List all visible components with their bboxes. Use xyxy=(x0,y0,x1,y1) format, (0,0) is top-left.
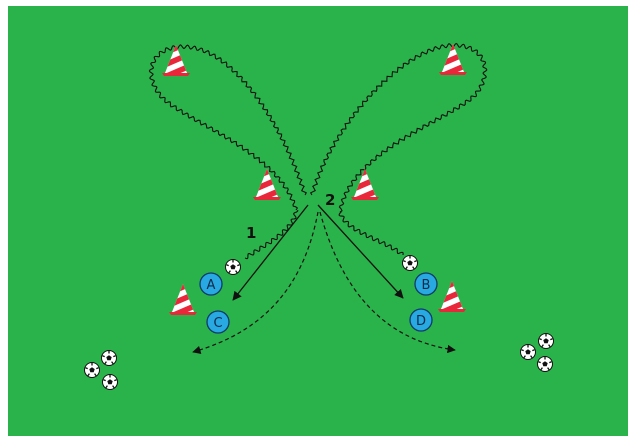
sequence-label-1: 1 xyxy=(246,224,256,242)
player-label: C xyxy=(213,316,222,331)
run-line-left xyxy=(192,211,319,354)
soccer-ball-icon xyxy=(519,343,537,361)
dribble-path-right-start xyxy=(338,211,404,256)
dribble-path-left xyxy=(148,44,307,211)
soccer-ball-icon xyxy=(224,258,242,276)
player-label: B xyxy=(422,278,431,293)
soccer-ball-icon xyxy=(401,254,419,272)
dribble-path-right xyxy=(309,42,488,213)
soccer-ball-icon xyxy=(101,373,119,391)
sequence-label-2: 2 xyxy=(325,191,335,209)
player-label: D xyxy=(416,314,426,329)
player-c: C xyxy=(206,310,230,334)
pitch xyxy=(8,6,628,436)
player-disc-icon xyxy=(206,310,230,334)
player-a: A xyxy=(199,272,223,296)
soccer-ball-icon xyxy=(537,332,555,350)
player-d: D xyxy=(409,308,433,332)
soccer-ball-icon xyxy=(100,349,118,367)
player-b: B xyxy=(414,272,438,296)
dribble-path-left-start xyxy=(244,209,299,260)
player-disc-icon xyxy=(199,272,223,296)
player-disc-icon xyxy=(414,272,438,296)
pass-line-to-c xyxy=(232,204,309,301)
pass-line-to-d xyxy=(317,204,404,299)
player-disc-icon xyxy=(409,308,433,332)
soccer-ball-icon xyxy=(536,355,554,373)
soccer-ball-icon xyxy=(83,361,101,379)
player-label: A xyxy=(207,278,216,293)
